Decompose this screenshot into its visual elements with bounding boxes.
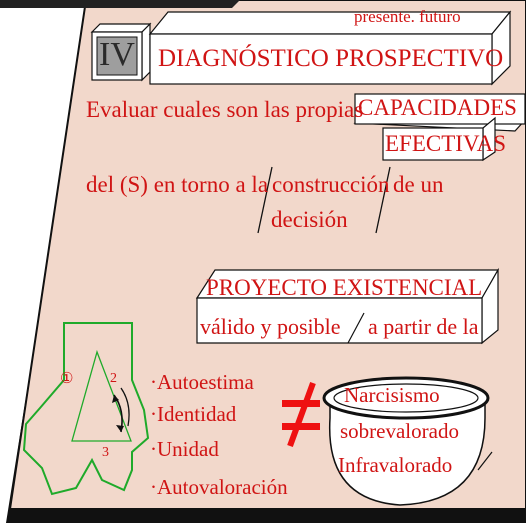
efectivas-box	[382, 116, 496, 162]
section-number: IV	[99, 36, 135, 73]
sobrevalorado-label: sobrevalorado	[340, 419, 459, 443]
a-partir-label: a partir de la	[368, 314, 479, 339]
capacidades-box	[353, 93, 526, 132]
efectivas-label: EFECTIVAS	[385, 131, 506, 156]
decision-label: decisión	[271, 207, 348, 232]
construccion-label: construcción	[272, 172, 390, 197]
title-box	[148, 10, 512, 86]
slash-line	[257, 166, 273, 234]
proyecto-label: PROYECTO EXISTENCIAL	[206, 275, 483, 300]
capacidades-label: CAPACIDADES	[358, 95, 517, 120]
list-item-autoestima: ·Autoestima	[150, 370, 254, 394]
triangle-label-2: 2	[110, 371, 117, 386]
list-item-unidad: ·Unidad	[150, 437, 219, 461]
de-un-label: de un	[393, 172, 444, 197]
valido-label: válido y posible	[200, 314, 341, 339]
list-item-identidad: ·Identidad	[150, 402, 237, 426]
triangle-figure	[22, 322, 150, 496]
infravalorado-label: Infravalorado	[338, 453, 453, 477]
top-corner-decoration	[0, 0, 240, 8]
context-line: del (S) en torno a la	[86, 172, 269, 197]
not-equal-sign	[282, 381, 320, 448]
narcisismo-label: Narcisismo	[344, 383, 440, 407]
time-labels: presente. futuro	[354, 7, 461, 26]
bowl	[322, 376, 493, 506]
slash-line	[375, 166, 391, 234]
section-title: DIAGNÓSTICO PROSPECTIVO	[158, 45, 504, 72]
section-number-box	[90, 22, 152, 82]
proyecto-box	[195, 267, 500, 345]
intro-line: Evaluar cuales son las propias	[86, 97, 364, 122]
triangle-label-1: ①	[60, 371, 74, 387]
triangle-label-3: 3	[102, 445, 109, 460]
curved-arrow	[120, 387, 130, 427]
list-item-autovaloracion: ·Autovaloración	[150, 475, 288, 499]
